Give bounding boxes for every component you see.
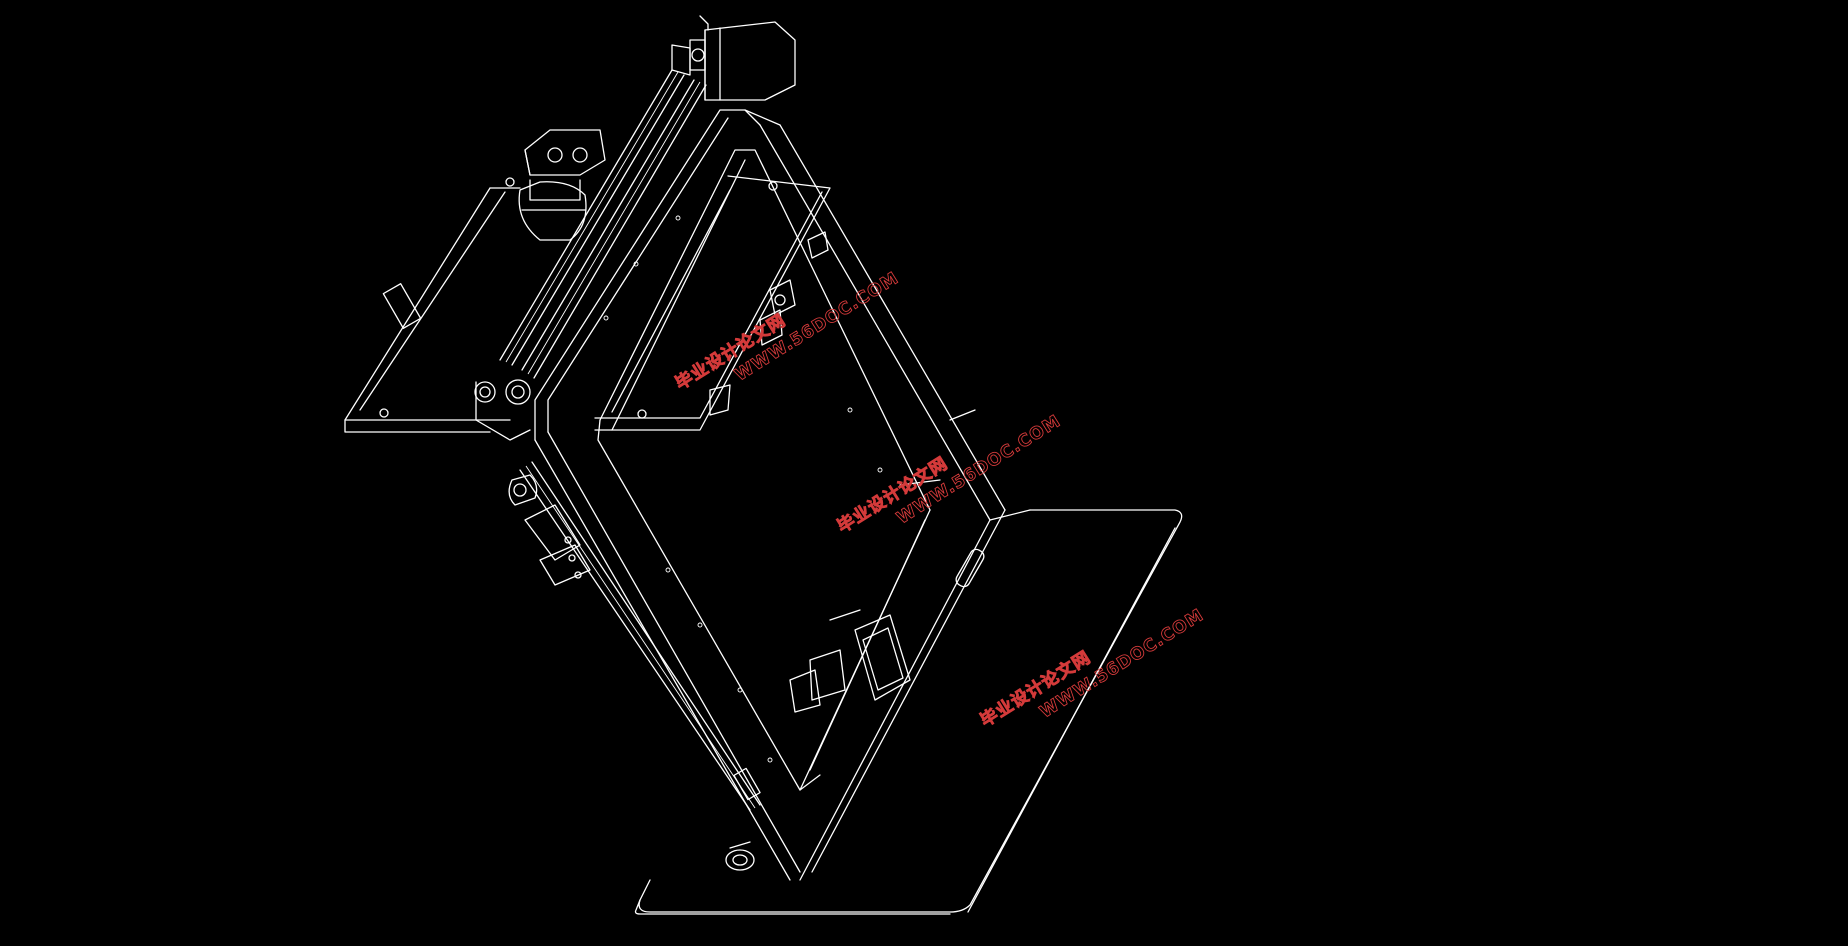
mid-stepper-motor [518, 129, 606, 241]
right-platform [594, 175, 831, 431]
lower-slider-block [508, 474, 591, 586]
bottom-pulley [725, 841, 755, 871]
side-brackets [709, 231, 829, 416]
base-plate [634, 509, 1183, 915]
main-frame [534, 109, 1006, 881]
watermark-1: 毕业设计论文网 WWW.56DOC.COM [671, 268, 903, 395]
top-stepper-motor [671, 15, 796, 101]
center-tray [789, 409, 976, 713]
shaft-coupling [474, 379, 531, 441]
watermark-3: 毕业设计论文网 WWW.56DOC.COM [976, 605, 1208, 732]
linear-rail [499, 69, 761, 811]
left-platform [344, 177, 521, 433]
